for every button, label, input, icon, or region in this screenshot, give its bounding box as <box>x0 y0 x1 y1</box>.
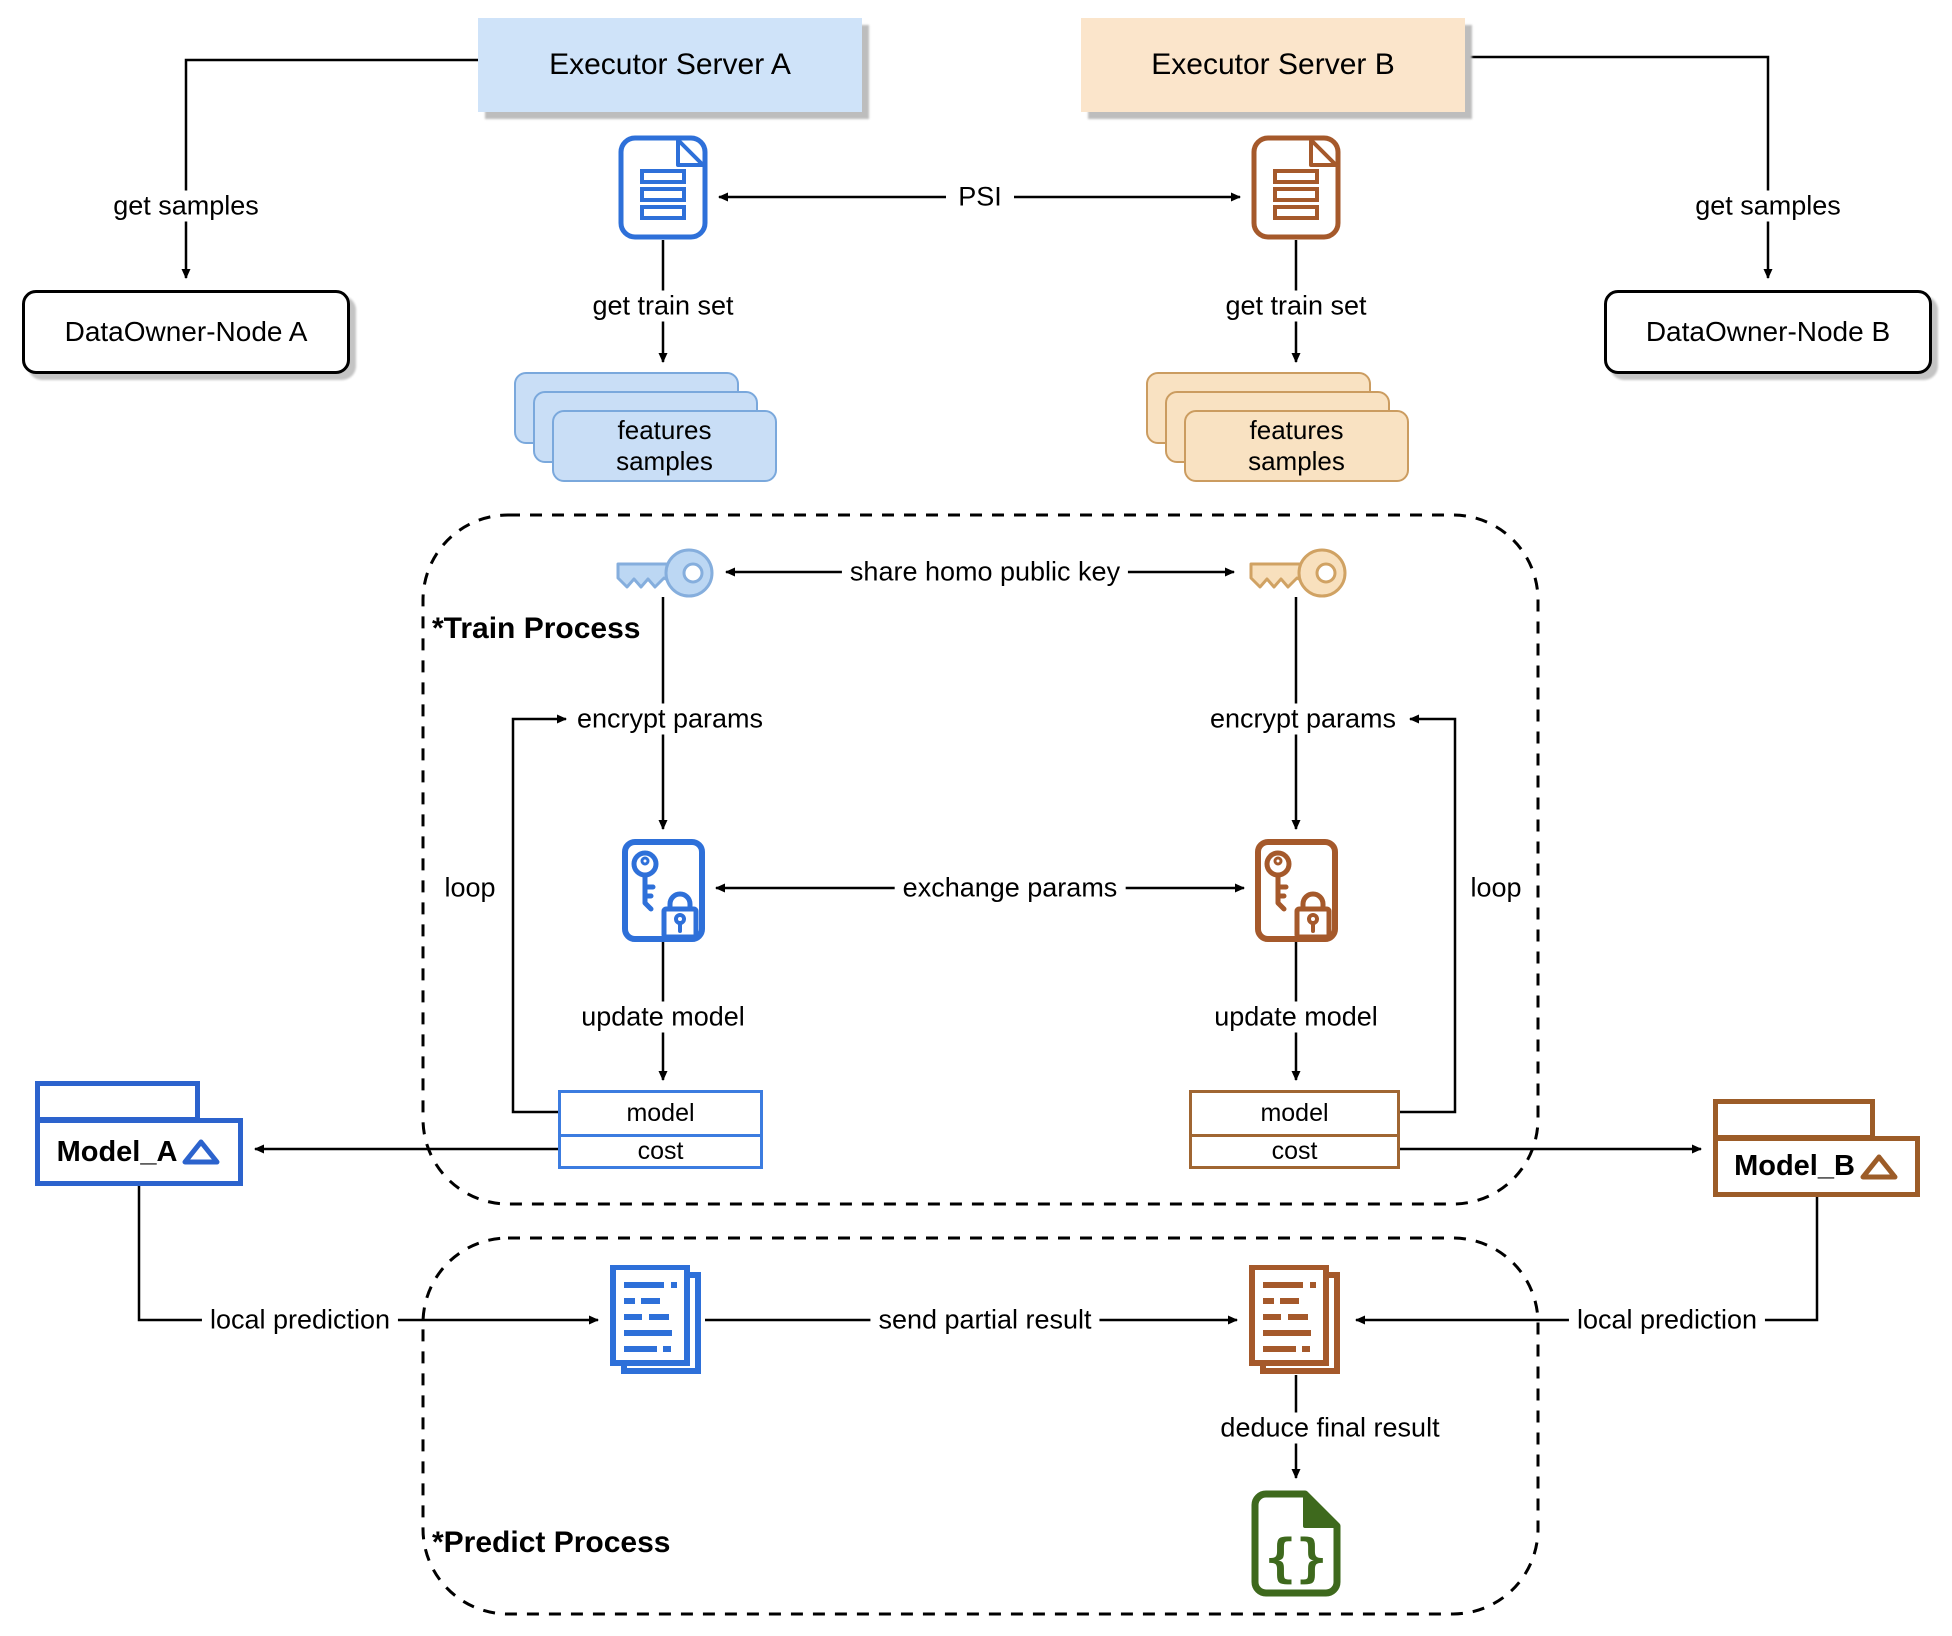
edge-local-prediction-a <box>137 1186 599 1325</box>
edge-label-encrypt-params-a: encrypt params <box>568 703 772 735</box>
executor-server-b-box: Executor Server B <box>1081 18 1465 112</box>
dataowner-node-a-label: DataOwner-Node A <box>64 316 308 347</box>
edge-label-encrypt-params-b: encrypt params <box>1201 703 1405 735</box>
cost-row: cost <box>1192 1134 1397 1166</box>
executor-server-a-box: Executor Server A <box>478 18 862 112</box>
samples-label: samples <box>616 446 713 476</box>
train-set-stack-a: features samples <box>514 372 777 482</box>
report-pages-icon <box>610 1264 705 1380</box>
model-row: model <box>626 1099 695 1127</box>
train-set-stack-b: features samples <box>1146 372 1409 482</box>
executor-server-b-label: Executor Server B <box>1151 48 1395 81</box>
edge-get-samples-b <box>1465 55 1773 279</box>
edge-label-local-prediction-b: local prediction <box>1568 1304 1766 1336</box>
edge-label-update-model-b: update model <box>1206 1001 1386 1033</box>
key-icon <box>1245 547 1348 604</box>
edge-label-get-train-set-a: get train set <box>584 290 742 322</box>
edge-loop-b <box>1400 714 1457 1114</box>
edge-label-get-samples-b: get samples <box>1687 190 1849 222</box>
edge-get-samples-a <box>181 58 478 279</box>
samples-label: samples <box>1248 446 1345 476</box>
key-icon <box>612 547 715 604</box>
model-a-front: Model_A <box>35 1118 243 1186</box>
edge-label-send-partial-result: send partial result <box>870 1304 1100 1336</box>
model-cost-table-b: model cost <box>1189 1090 1400 1169</box>
predict-process-container <box>421 1236 1540 1616</box>
model-row: model <box>1260 1099 1329 1127</box>
model-b-label: Model_B <box>1734 1150 1855 1182</box>
edge-label-exchange-params: exchange params <box>894 872 1126 904</box>
model-b-tab <box>1713 1099 1875 1140</box>
train-process-title: *Train Process <box>432 612 641 645</box>
report-pages-icon <box>1249 1264 1344 1380</box>
model-cost-table-a: model cost <box>558 1090 763 1169</box>
features-label: features <box>617 415 712 445</box>
edge-label-psi: PSI <box>950 181 1010 213</box>
svg-text:{}: {} <box>1265 1529 1328 1589</box>
edge-label-loop-a: loop <box>436 872 504 904</box>
document-icon <box>618 135 708 245</box>
cost-row: cost <box>561 1134 760 1166</box>
dataowner-node-a-box: DataOwner-Node A <box>22 290 350 374</box>
model-a-node: Model_A <box>35 1081 243 1186</box>
model-b-node: Model_B <box>1713 1099 1920 1197</box>
triangle-icon <box>1860 1154 1898 1179</box>
edge-label-deduce-final-result: deduce final result <box>1212 1412 1448 1444</box>
dataowner-node-b-box: DataOwner-Node B <box>1604 290 1932 374</box>
features-label: features <box>1249 415 1344 445</box>
edge-label-loop-b: loop <box>1462 872 1530 904</box>
document-icon <box>1251 135 1341 245</box>
dataowner-node-b-label: DataOwner-Node B <box>1645 316 1891 347</box>
edge-loop-a <box>511 714 567 1114</box>
model-a-label: Model_A <box>56 1135 178 1168</box>
json-braces-document-icon: {} <box>1251 1490 1341 1602</box>
stack-card-front: features samples <box>1184 410 1409 482</box>
edge-label-share-homo-key: share homo public key <box>841 556 1129 588</box>
stack-card-front: features samples <box>552 410 777 482</box>
key-lock-icon <box>622 839 705 947</box>
edge-local-prediction-b <box>1355 1197 1819 1325</box>
edge-label-update-model-a: update model <box>573 1001 753 1033</box>
key-lock-icon <box>1255 839 1338 947</box>
edge-label-local-prediction-a: local prediction <box>201 1304 399 1336</box>
train-process-container <box>421 513 1540 1206</box>
edge-label-get-train-set-b: get train set <box>1217 290 1375 322</box>
triangle-icon <box>182 1139 220 1165</box>
model-a-tab <box>35 1081 200 1122</box>
executor-server-a-label: Executor Server A <box>549 48 791 81</box>
model-b-front: Model_B <box>1713 1136 1920 1197</box>
edge-label-get-samples-a: get samples <box>105 190 267 222</box>
predict-process-title: *Predict Process <box>432 1526 671 1559</box>
